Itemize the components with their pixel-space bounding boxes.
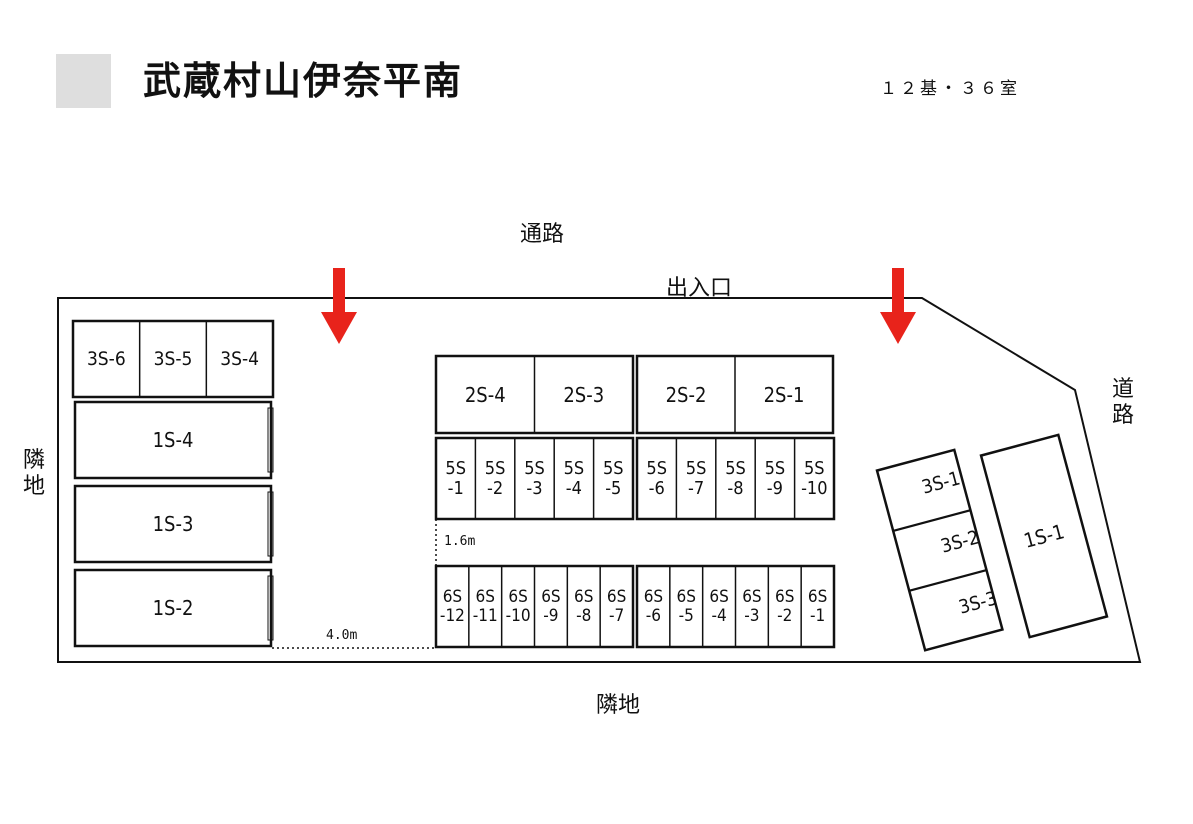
unit-6s: 6S-6: [643, 586, 664, 626]
unit-5s: 5S-10: [801, 457, 828, 499]
unit-5s: 5S-7: [685, 457, 707, 499]
unit-6s: 6S-8: [574, 586, 594, 626]
unit-3s: 3S-6: [86, 347, 126, 370]
unit-5s: 5S-5: [602, 457, 624, 499]
unit-6s: 6S-10: [505, 586, 531, 626]
unit-3s: 3S-5: [153, 347, 193, 370]
unit-3s-block: [875, 448, 1004, 652]
unit-6s: 6S-1: [807, 586, 828, 626]
unit-1s-block: [73, 484, 273, 564]
entrance-label: 出入口: [666, 276, 733, 301]
neighbor-left-label: 隣地: [22, 448, 45, 499]
unit-6s: 6S-5: [676, 586, 696, 626]
unit-5s: 5S-4: [563, 457, 585, 499]
logo-box: [56, 54, 111, 108]
right-3s-block: [875, 448, 1004, 652]
unit-door: [267, 575, 274, 641]
unit-1s-block: [73, 568, 273, 648]
unit-2s: 2S-4: [464, 382, 506, 407]
unit-1s-block: [979, 433, 1109, 639]
unit-5s-block: [635, 436, 836, 521]
unit-1s: 1S-2: [152, 596, 194, 620]
neighbor-bottom-label: 隣地: [596, 693, 641, 718]
unit-3s: 3S-4: [220, 347, 260, 370]
page-title: 武蔵村山伊奈平南: [143, 59, 464, 103]
unit-5s: 5S-2: [484, 457, 506, 499]
right-1s-block: [979, 433, 1109, 639]
unit-2s: 2S-1: [763, 382, 805, 407]
unit-1s-block: [73, 400, 273, 480]
road-top-label: 通路: [520, 222, 565, 247]
unit-5s-block: [434, 436, 635, 521]
unit-door: [267, 491, 274, 557]
unit-5s: 5S-9: [764, 457, 786, 499]
unit-5s: 5S-8: [725, 457, 746, 499]
unit-3s-block: [71, 319, 275, 399]
unit-3s-block: [892, 509, 972, 533]
unit-door: [267, 407, 274, 473]
unit-1s: 1S-4: [152, 428, 194, 452]
unit-6s: 6S-12: [439, 586, 465, 626]
unit-summary: １２基・３６室: [880, 79, 1020, 99]
unit-5s: 5S-1: [445, 457, 466, 499]
entrance-arrow: [880, 268, 916, 344]
unit-3s-block: [908, 568, 988, 593]
unit-1s: 1S-3: [152, 512, 194, 536]
unit-6s: 6S-2: [775, 586, 795, 626]
unit-6s: 6S-7: [606, 586, 627, 626]
dim-width-label: 4.0m: [326, 628, 358, 643]
unit-2s: 2S-3: [563, 382, 605, 407]
unit-5s: 5S-6: [646, 457, 667, 499]
entrance-arrow: [321, 268, 357, 344]
unit-6s: 6S-3: [742, 586, 762, 626]
unit-6s: 6S-11: [472, 586, 498, 626]
lot-outline: [57, 297, 1142, 663]
unit-6s: 6S-9: [541, 586, 561, 626]
unit-2s: 2S-2: [665, 382, 707, 407]
unit-5s: 5S-3: [524, 457, 545, 499]
road-right-label: 道路: [1111, 377, 1134, 428]
dim-gap-label: 1.6m: [444, 534, 476, 549]
unit-6s: 6S-4: [709, 586, 729, 626]
